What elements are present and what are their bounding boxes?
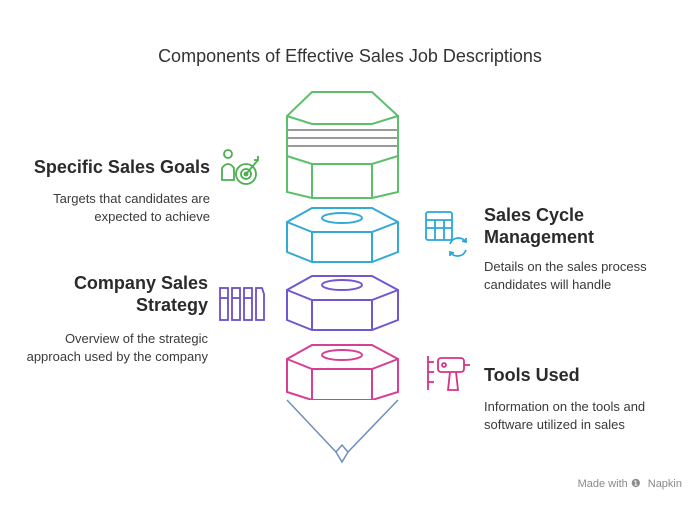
item-heading-specific-sales-goals: Specific Sales Goals: [33, 157, 210, 177]
item-description-specific-sales-goals: Targets that candidates are expected to …: [53, 191, 210, 224]
made-with-footer: Made with ❶ Napkin: [578, 477, 682, 490]
segment-blue: [286, 207, 399, 263]
brand-label: Napkin: [647, 478, 682, 490]
segment-green: [286, 91, 399, 199]
item-heading-sales-cycle-management: Sales Cycle Management: [484, 205, 595, 247]
item-heading-company-sales-strategy: Company Sales Strategy: [73, 273, 208, 315]
target-person-icon: [221, 149, 259, 185]
item-heading-tools-used: Tools Used: [484, 365, 580, 385]
pencil-tip: [286, 399, 399, 464]
item-description-sales-cycle-management: Details on the sales process candidates …: [484, 259, 647, 292]
item-description-company-sales-strategy: Overview of the strategic approach used …: [26, 331, 208, 364]
item-description-tools-used: Information on the tools and software ut…: [484, 399, 646, 432]
made-with-label: Made with: [577, 478, 628, 490]
segment-purple: [286, 275, 399, 331]
napkin-logo-icon: ❶: [630, 478, 641, 490]
table-cycle-icon: [425, 211, 467, 257]
segment-pink: [286, 344, 399, 401]
drill-icon: [427, 356, 470, 391]
page-title: Components of Effective Sales Job Descri…: [158, 46, 542, 66]
columns-icon: [219, 287, 265, 321]
